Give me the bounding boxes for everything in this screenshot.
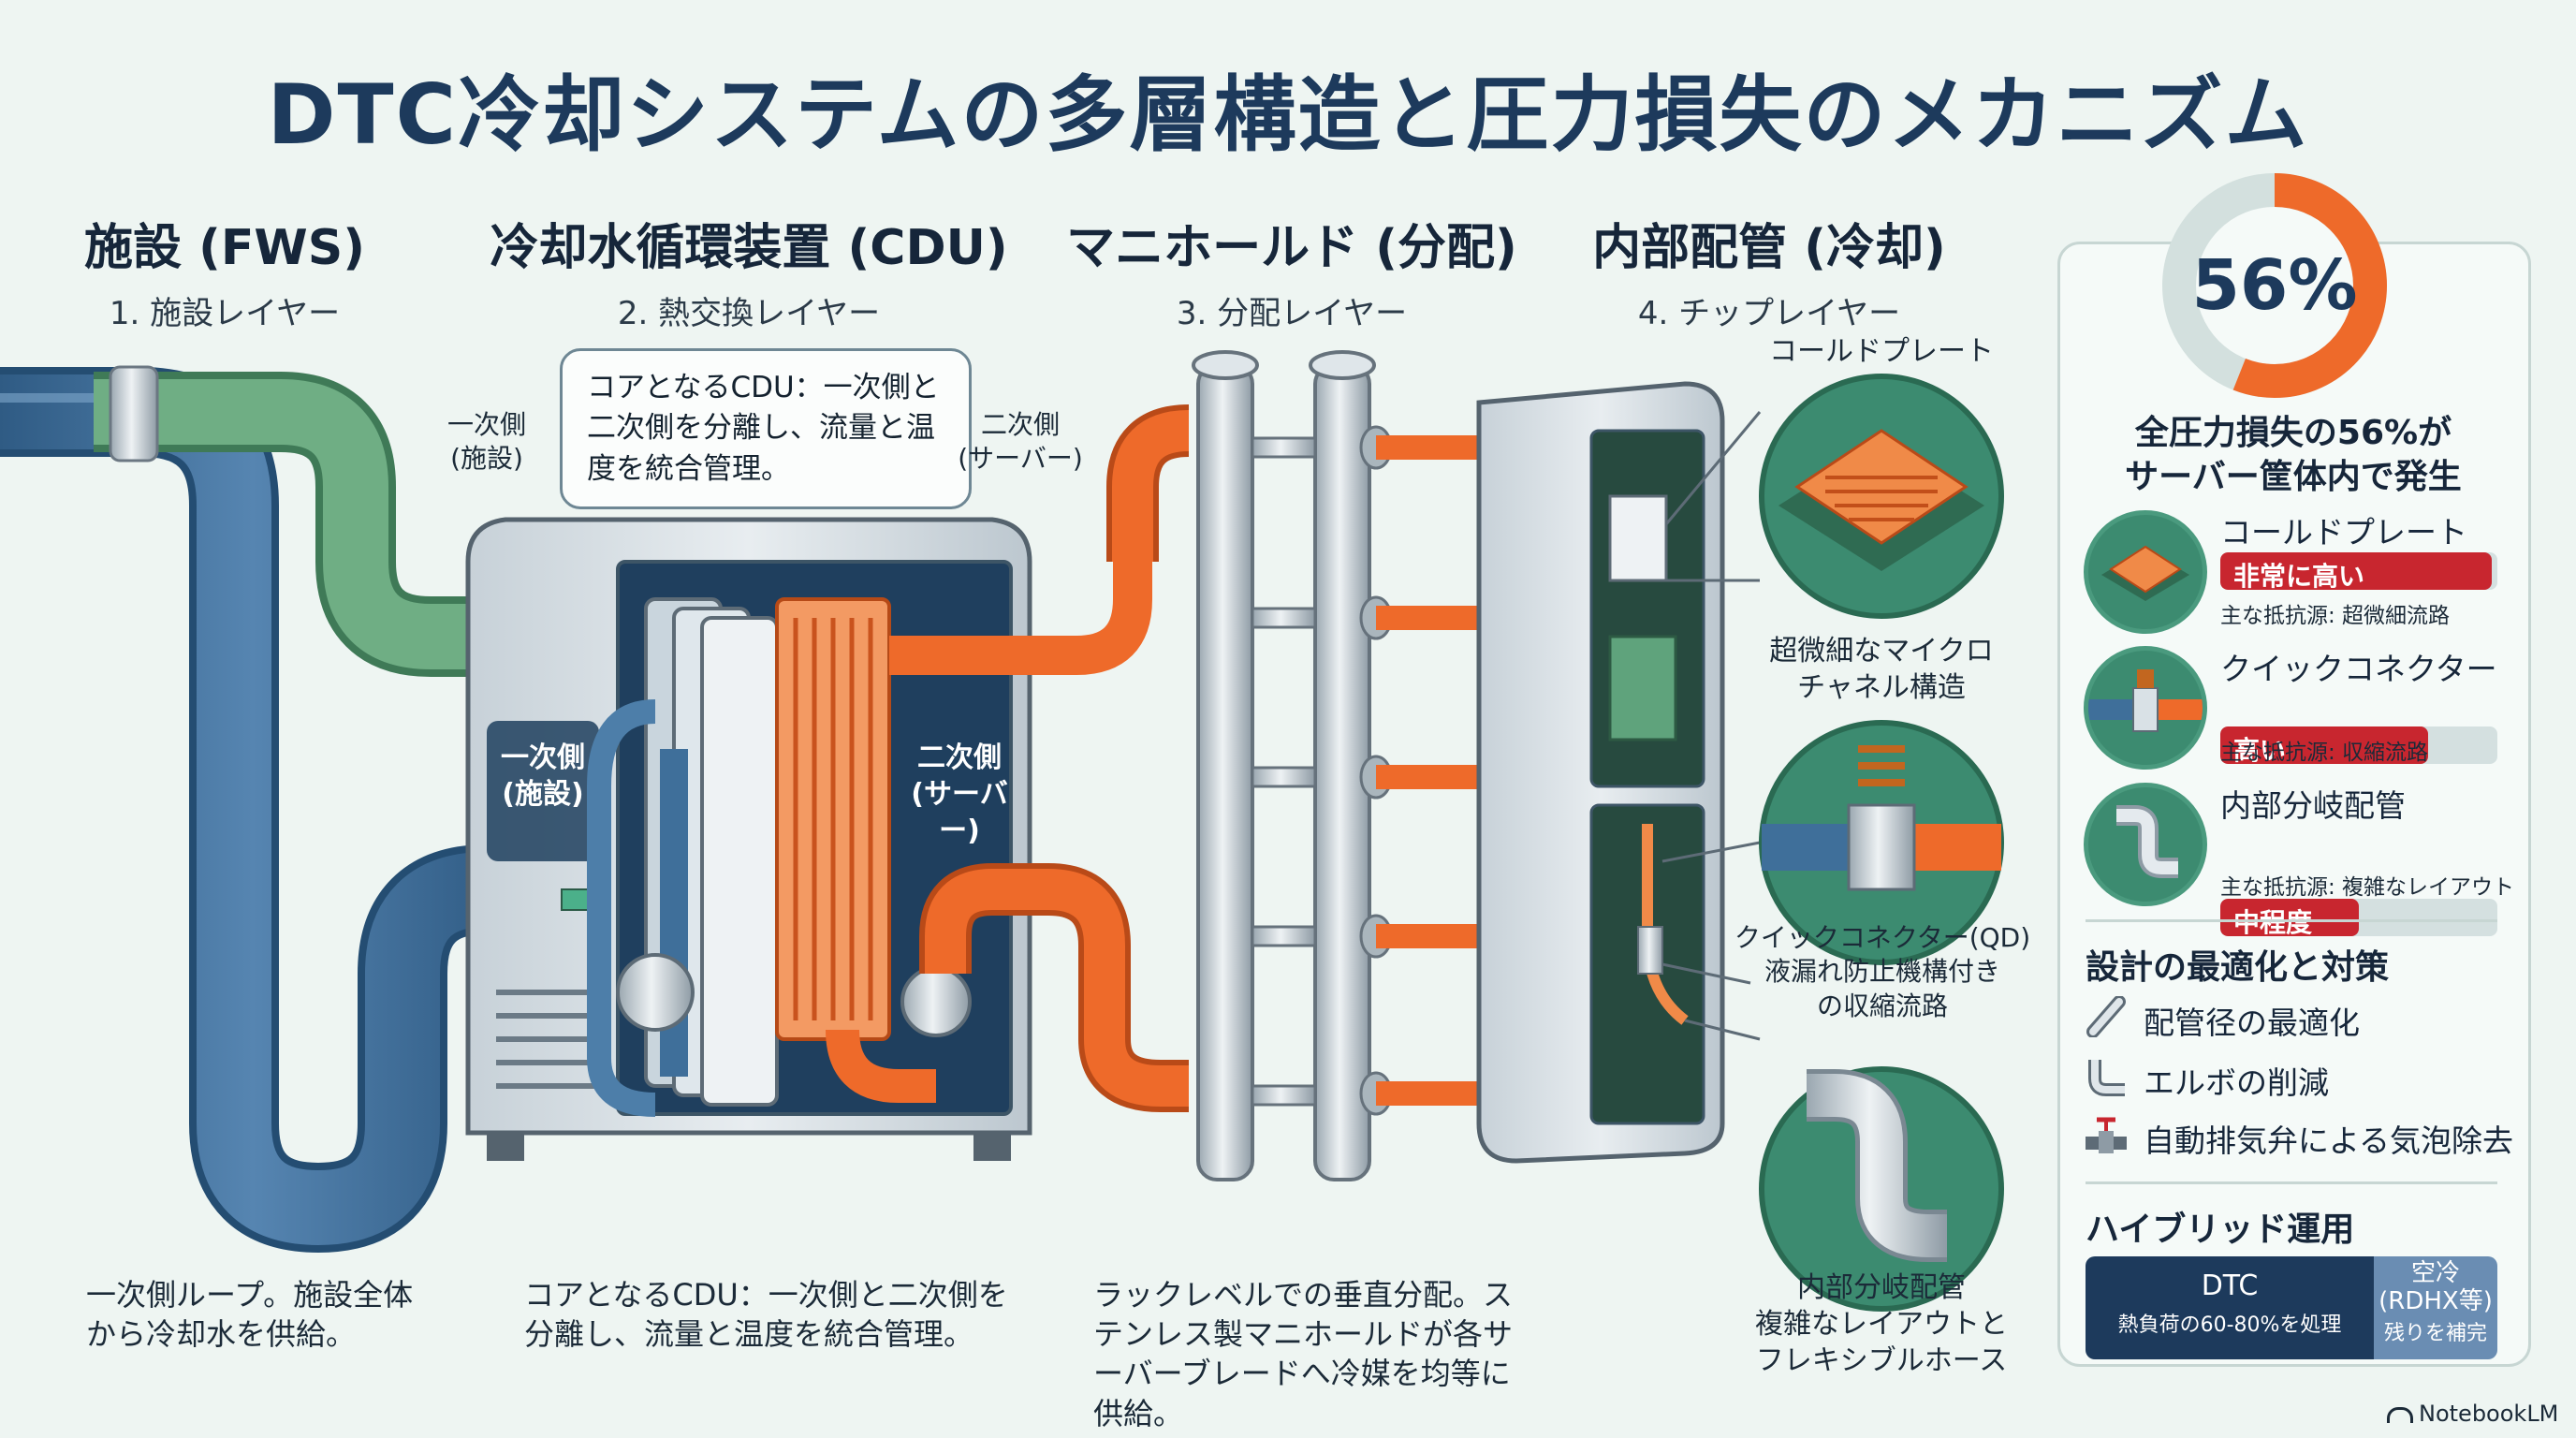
section-cdu-subtitle: 2. 熱交換レイヤー (617, 295, 881, 332)
hybrid-dtc-segment: DTC 熱負荷の60-80%を処理 (2086, 1256, 2374, 1359)
item-cold-plate-level: 非常に高い (2233, 561, 2365, 590)
level-bar-fill (2220, 899, 2359, 936)
section-facility: 施設 (FWS) 1. 施設レイヤー (37, 208, 412, 333)
hybrid-split-bar: DTC 熱負荷の60-80%を処理 空冷 (RDHX等) 残りを補完 (2086, 1256, 2497, 1359)
cooling-system-illustration (0, 350, 2004, 1312)
item-qd-name: クイックコネクター (2220, 651, 2497, 687)
hybrid-dtc-title: DTC (2201, 1269, 2259, 1302)
page-title: DTC冷却システムの多層構造と圧力損失のメカニズム (267, 66, 2309, 163)
optim-item-diameter: 配管径の最適化 (2144, 1005, 2360, 1041)
section-chip-title: 内部配管 (冷却) (1592, 220, 1946, 276)
quick-connector-zoom (1759, 720, 2004, 965)
valve-icon (2086, 1114, 2127, 1155)
cdu-supply-pipe (1112, 410, 1190, 562)
section-facility-title: 施設 (FWS) (84, 220, 365, 276)
hybrid-air-segment: 空冷 (RDHX等) 残りを補完 (2374, 1256, 2497, 1359)
cold-plate-caption: 超微細なマイクロ チャネル構造 (1769, 635, 1994, 704)
manifold (1192, 350, 1393, 1181)
optim-item-elbow: エルボの削減 (2144, 1064, 2329, 1101)
item-cold-plate-name: コールドプレート (2220, 514, 2467, 550)
ring-arc (2162, 173, 2387, 398)
pressure-summary: 全圧力損失の56%が サーバー筐体内で発生 (2125, 414, 2462, 496)
section-chip-subtitle: 4. チップレイヤー (1637, 295, 1901, 332)
item-qd-level-bar: 高い (2220, 726, 2497, 764)
branch-pipe-icon (2084, 783, 2207, 906)
section-cdu: 冷却水循環装置 (CDU) 2. 熱交換レイヤー (487, 208, 1011, 333)
section-manifold-title: マニホールド (分配) (1066, 220, 1517, 276)
section-cdu-title: 冷却水循環装置 (CDU) (490, 220, 1008, 276)
cold-plate-icon (2084, 510, 2207, 634)
item-qd-level: 高い (2233, 735, 2287, 764)
cdu-primary-label: 一次側 (施設) (446, 409, 526, 475)
caption-facility: 一次側ループ。施設全体から冷却水を供給。 (86, 1277, 414, 1353)
hybrid-title: ハイブリッド運用 (2086, 1211, 2355, 1249)
cdu-secondary-body-label: 二次側 (サーバー) (911, 741, 1008, 847)
section-chip: 内部配管 (冷却) 4. チップレイヤー (1582, 208, 1956, 333)
section-facility-subtitle: 1. 施設レイヤー (109, 295, 341, 332)
percent-value: 56% (2191, 245, 2358, 326)
cold-plate-zoom (1759, 374, 2004, 619)
cdu-cabinet (465, 411, 1190, 1161)
branch-pipe-caption: 内部分岐配管 複雑なレイアウトと フレキシブルホース (1755, 1271, 2008, 1377)
cdu-primary-body-label: 一次側 (施設) (501, 741, 585, 811)
hybrid-dtc-sub: 熱負荷の60-80%を処理 (2117, 1313, 2342, 1337)
branch-pipe-zoom (1759, 1066, 2004, 1312)
server-chassis (1476, 381, 1725, 1164)
optim-item-valve: 自動排気弁による気泡除去 (2144, 1123, 2514, 1159)
item-branch-level-bar: 中程度 (2220, 899, 2497, 936)
item-qd-note: 主な抵抗源: 収縮流路 (2220, 741, 2429, 765)
pipe-diameter-icon (2086, 995, 2127, 1038)
level-bar-fill (2220, 552, 2493, 590)
callout-lines (1661, 411, 1762, 1041)
item-cold-plate-level-bar: 非常に高い (2220, 552, 2497, 590)
section-manifold: マニホールド (分配) 3. 分配レイヤー (1058, 208, 1526, 333)
percent-ring (2162, 173, 2387, 398)
item-branch-name: 内部分岐配管 (2220, 787, 2406, 824)
elbow-icon (2086, 1056, 2127, 1097)
cdu-return-pipe (925, 869, 1189, 1107)
item-branch-note: 主な抵抗源: 複雑なレイアウト (2220, 875, 2515, 900)
facility-green-pipe (94, 372, 505, 677)
pipe-coupling (109, 365, 159, 462)
cold-plate-title: コールドプレート (1769, 335, 1994, 368)
item-cold-plate-note: 主な抵抗源: 超微細流路 (2220, 604, 2451, 628)
brand-name: NotebookLM (2419, 1401, 2559, 1427)
hybrid-air-title: 空冷 (RDHX等) (2378, 1259, 2493, 1315)
level-bar-fill (2220, 726, 2428, 764)
quick-connector-icon (2084, 646, 2207, 770)
caption-cdu: コアとなるCDU：一次側と二次側を分離し、流量と温度を統合管理。 (524, 1277, 1008, 1353)
hybrid-air-sub: 残りを補完 (2383, 1321, 2487, 1345)
brand-logo-icon (2387, 1406, 2413, 1423)
brand-label: NotebookLM (2387, 1401, 2558, 1427)
cdu-secondary-label: 二次側 (サーバー) (958, 409, 1083, 475)
quick-connector-caption: クイックコネクター(QD) 液漏れ防止機構付き の収縮流路 (1734, 922, 2031, 1021)
panel-divider (2086, 919, 2497, 922)
cdu-callout-bubble: コアとなるCDU：一次側と二次側を分離し、流量と温度を統合管理。 (560, 348, 972, 510)
caption-manifold: ラックレベルでの垂直分配。ステンレス製マニホールドが各サーバーブレードへ冷媒を均… (1093, 1277, 1514, 1431)
optimization-title: 設計の最適化と対策 (2086, 948, 2390, 987)
facility-primary-pipe (0, 367, 505, 1254)
panel-divider (2086, 1181, 2497, 1184)
section-manifold-subtitle: 3. 分配レイヤー (1176, 295, 1408, 332)
